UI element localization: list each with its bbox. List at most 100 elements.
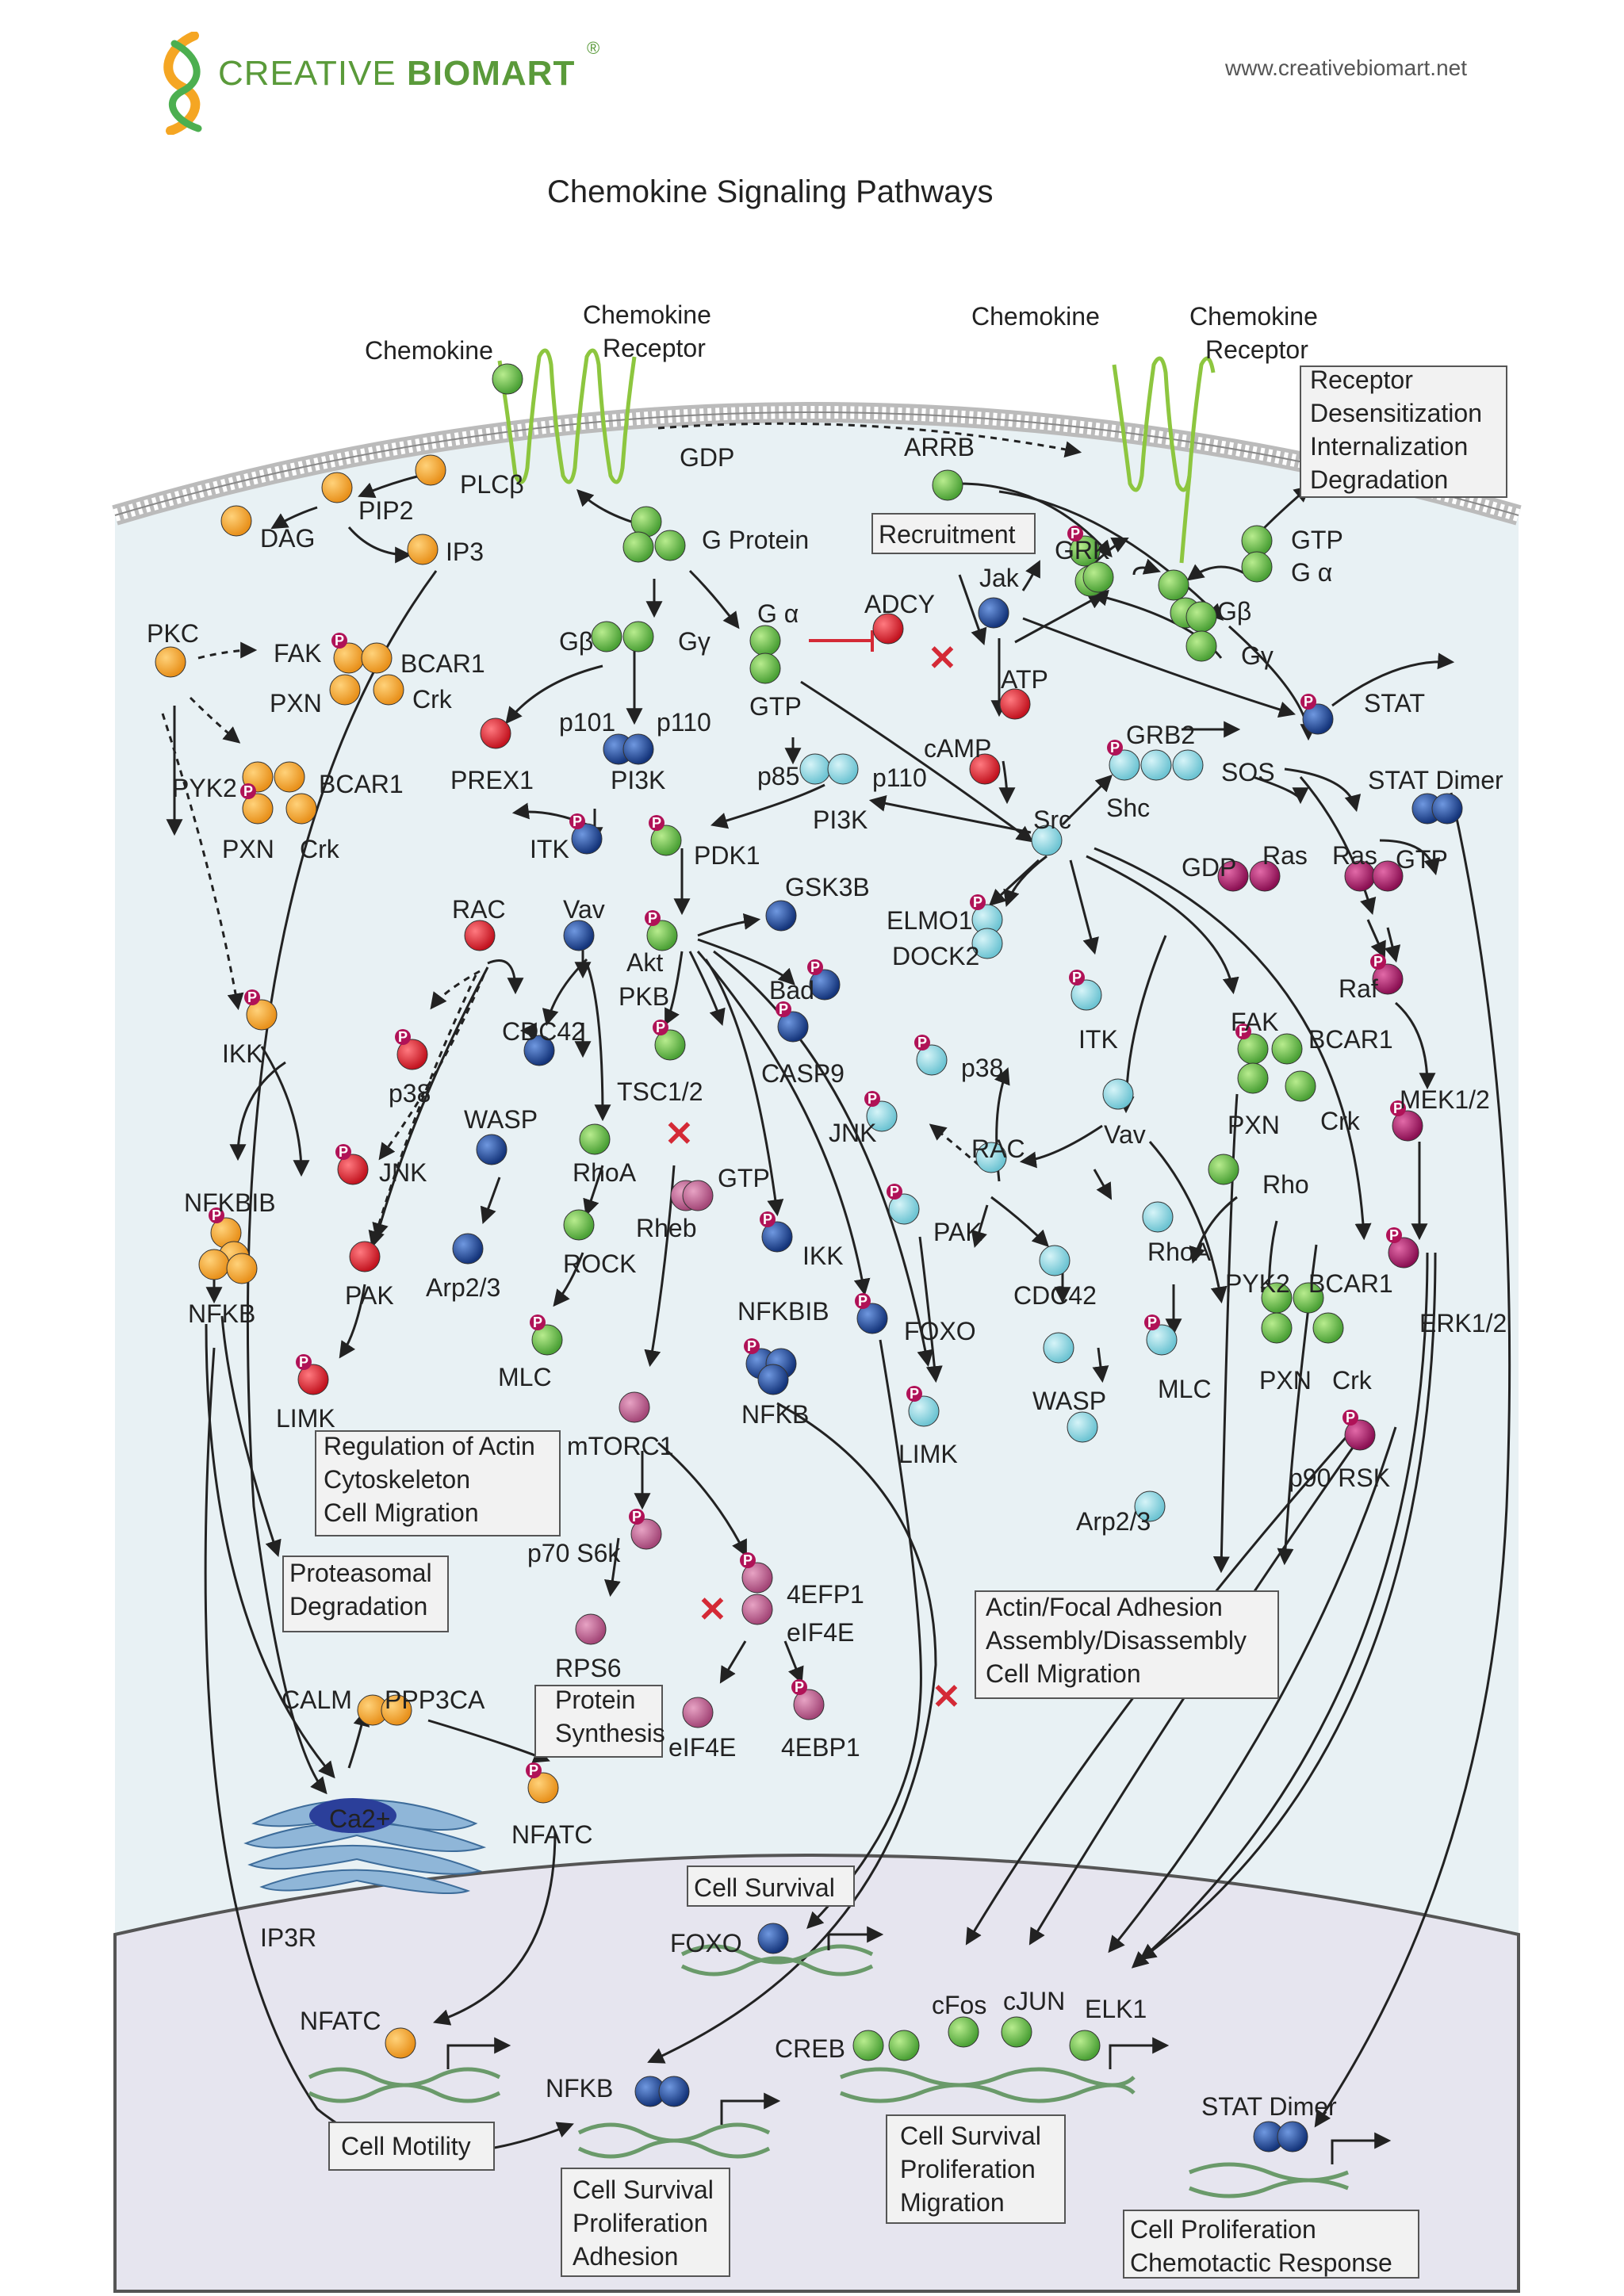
phosphate-label: P xyxy=(1239,1024,1248,1039)
protein-node xyxy=(654,1029,686,1061)
phosphate-label: P xyxy=(243,783,253,799)
box-text-nfkb-out: Cell Survival xyxy=(573,2175,714,2204)
label-receptor-right-1: Chemokine xyxy=(1189,302,1318,331)
label-nfkb-nuc: NFKB xyxy=(546,2074,613,2103)
label-chemokine-right: Chemokine xyxy=(971,302,1100,331)
box-creb-output xyxy=(886,2114,1066,2224)
protein-node xyxy=(1344,1419,1376,1451)
protein-node xyxy=(932,469,963,501)
phosphate-label: P xyxy=(299,1354,308,1370)
box-text-receptor-fate: Desensitization xyxy=(1310,399,1482,427)
dna-helix-stat xyxy=(1189,2162,1349,2198)
protein-node xyxy=(1185,601,1217,633)
protein-node xyxy=(658,2076,690,2107)
protein-node xyxy=(999,688,1031,720)
protein-node xyxy=(198,1249,230,1280)
protein-node xyxy=(381,1694,412,1726)
label-elk1: ELK1 xyxy=(1085,1995,1147,2023)
label-stat-dimer: STAT Dimer xyxy=(1368,766,1503,794)
protein-node xyxy=(1293,1282,1324,1314)
protein-node xyxy=(1372,963,1404,995)
label-vav-right: Vav xyxy=(1104,1120,1146,1149)
label-ip3: IP3 xyxy=(446,538,484,566)
label-jak: Jak xyxy=(979,564,1020,592)
protein-node xyxy=(274,761,305,793)
label-akt: Akt xyxy=(626,948,663,977)
protein-node xyxy=(1285,1070,1316,1102)
protein-node xyxy=(646,920,678,951)
protein-node xyxy=(827,753,859,785)
label-rac-mid: RAC xyxy=(971,1135,1025,1163)
website-url[interactable]: www.creativebiomart.net xyxy=(1225,55,1468,80)
phosphate-icon xyxy=(740,1552,756,1568)
label-pxn-right2: PXN xyxy=(1259,1366,1312,1395)
label-eif4e-top: eIF4E xyxy=(787,1618,854,1647)
label-bcar1-left: BCAR1 xyxy=(319,770,404,798)
protein-node xyxy=(1277,2121,1308,2152)
label-nfkbib-left: NFKBIB xyxy=(184,1188,276,1217)
label-gb-mid: Gβ xyxy=(559,627,593,656)
phosphate-label: P xyxy=(1373,954,1383,970)
label-pxn-left: PXN xyxy=(222,835,274,863)
label-rps6: RPS6 xyxy=(555,1654,622,1682)
label-cdc42-left: CDC42 xyxy=(502,1017,585,1046)
protein-node xyxy=(1146,1324,1178,1356)
label-camp: cAMP xyxy=(924,734,991,763)
label-vav-left: Vav xyxy=(563,895,605,924)
phosphate-label: P xyxy=(743,1552,753,1568)
protein-node xyxy=(682,1697,714,1728)
phosphate-label: P xyxy=(779,1001,788,1017)
label-mlc-right: MLC xyxy=(1158,1375,1212,1403)
protein-node xyxy=(908,1395,940,1427)
protein-node xyxy=(630,1518,662,1550)
inhibition-marks: ✕ ✕ ✕ ✕ xyxy=(665,630,961,1716)
phosphate-icon xyxy=(970,894,986,910)
protein-node xyxy=(1172,749,1204,781)
label-pi3k-right: PI3K xyxy=(813,806,868,834)
box-text-stat-out: Cell Proliferation xyxy=(1130,2215,1316,2244)
dna-helix-nfatc xyxy=(308,2067,501,2103)
logo-icon xyxy=(151,31,222,136)
label-atp: ATP xyxy=(1001,665,1048,694)
label-bcar1-right: BCAR1 xyxy=(1308,1025,1393,1054)
phosphate-icon xyxy=(569,813,585,829)
label-chemokine-left: Chemokine xyxy=(365,336,493,365)
block-x-icon: ✕ xyxy=(698,1590,727,1629)
phosphate-icon xyxy=(1386,1227,1402,1243)
block-x-icon: ✕ xyxy=(665,1115,694,1154)
label-cjun: cJUN xyxy=(1003,1987,1065,2015)
protein-node xyxy=(1208,1154,1239,1185)
label-creb: CREB xyxy=(775,2034,845,2063)
label-nfatc-nuc: NFATC xyxy=(300,2007,381,2035)
label-gtp-mid: GTP xyxy=(749,692,802,721)
phosphate-label: P xyxy=(747,1338,756,1354)
label-jnk-left: JNK xyxy=(379,1158,427,1187)
protein-node xyxy=(464,920,496,951)
label-p38-left: p38 xyxy=(389,1079,431,1108)
label-p85: p85 xyxy=(757,762,799,790)
label-ras-2: Ras xyxy=(1332,841,1377,870)
phosphate-icon xyxy=(1107,740,1123,756)
protein-node xyxy=(226,1253,258,1284)
phosphate-icon xyxy=(791,1679,807,1695)
phosphate-label: P xyxy=(1304,694,1313,710)
protein-node xyxy=(1134,1490,1166,1522)
protein-node xyxy=(1261,1312,1293,1344)
box-text-receptor-fate: Internalization xyxy=(1310,432,1468,461)
box-text-actin-reg: Cytoskeleton xyxy=(324,1465,470,1494)
box-stat-output xyxy=(1123,2210,1419,2279)
protein-node xyxy=(622,531,654,563)
label-prex1: PREX1 xyxy=(450,766,534,794)
registered-mark: ® xyxy=(587,38,600,58)
phosphate-icon xyxy=(526,1762,542,1778)
protein-node xyxy=(622,621,654,652)
protein-node xyxy=(682,1180,714,1211)
label-nfkb-mid: NFKB xyxy=(741,1400,809,1429)
protein-node xyxy=(1431,793,1463,825)
chemokine-receptor-left xyxy=(497,348,637,484)
label-src: Src xyxy=(1033,806,1071,834)
protein-node xyxy=(741,1594,773,1625)
label-grk: GRK xyxy=(1055,536,1109,564)
protein-node xyxy=(1241,525,1273,557)
